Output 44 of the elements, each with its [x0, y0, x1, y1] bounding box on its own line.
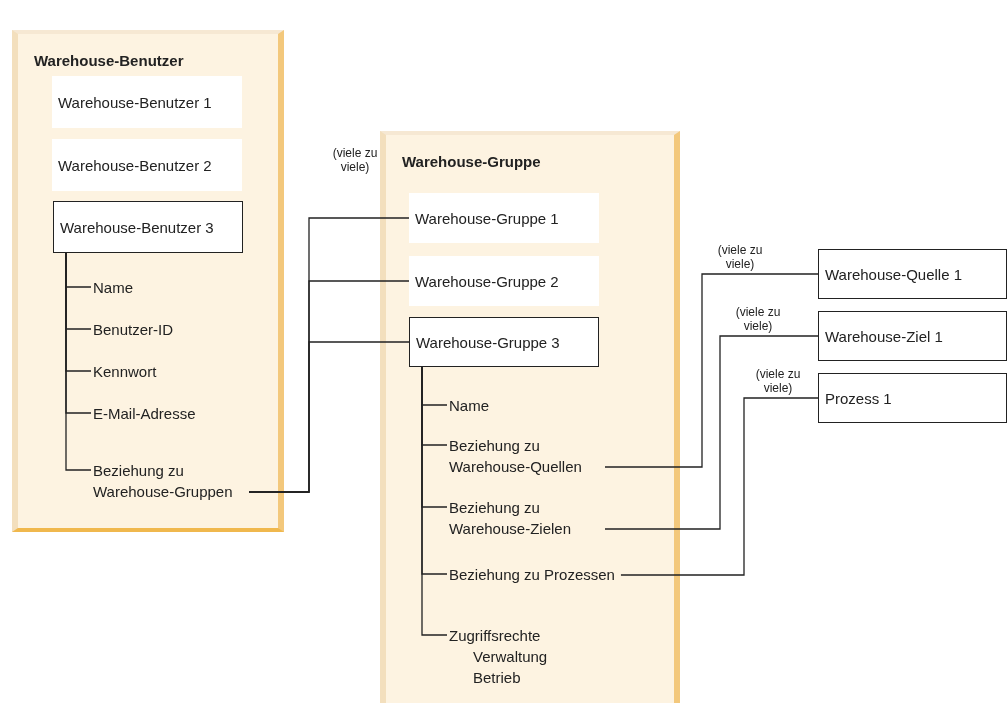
entity-name: Warehouse-Quelle 1: [825, 265, 962, 283]
entity-name: Warehouse-Benutzer 3: [60, 218, 214, 236]
attribute-label: Beziehung zu Prozessen: [449, 564, 615, 585]
entity-box: [409, 317, 599, 367]
attribute-label: Beziehung zu Warehouse-Gruppen: [93, 460, 243, 502]
entity-box: [52, 76, 242, 128]
entity-name: Prozess 1: [825, 389, 892, 407]
sub-attribute-label: Verwaltung: [472, 647, 548, 667]
entity-box: [818, 249, 1007, 299]
connector-line: [620, 397, 819, 576]
edge-label: (viele zu viele): [716, 243, 764, 271]
entity-name: Warehouse-Gruppe 1: [415, 209, 559, 227]
entity-name: Warehouse-Benutzer 1: [58, 93, 212, 111]
entity-name: Warehouse-Gruppe 2: [415, 272, 559, 290]
panel-heading: Warehouse-Benutzer: [34, 52, 184, 69]
group-panel: [12, 30, 284, 532]
attribute-label: Name: [449, 395, 489, 416]
sub-attribute-label: Betrieb: [472, 668, 522, 688]
entity-name: Warehouse-Ziel 1: [825, 327, 943, 345]
entity-box: [818, 311, 1007, 361]
group-panel: [380, 131, 680, 703]
connector-line: [248, 341, 410, 493]
attribute-label: Beziehung zu Warehouse-Quellen: [449, 435, 599, 477]
entity-name: Warehouse-Gruppe 3: [416, 333, 560, 351]
entity-box: [409, 193, 599, 243]
entity-box: [52, 139, 242, 191]
attribute-label: Name: [93, 277, 133, 298]
connector-line: [65, 252, 92, 471]
attribute-label: Beziehung zu Warehouse-Zielen: [449, 497, 599, 539]
attribute-label: Kennwort: [93, 361, 157, 382]
panel-heading: Warehouse-Gruppe: [402, 153, 541, 170]
entity-name: Warehouse-Benutzer 2: [58, 156, 212, 174]
attribute-label: E-Mail-Adresse: [93, 403, 196, 424]
entity-box: [53, 201, 243, 253]
attribute-label: Benutzer-ID: [93, 319, 174, 340]
edge-label: (viele zu viele): [734, 305, 782, 333]
attribute-label: Zugriffsrechte: [449, 626, 542, 646]
connector-line: [421, 366, 448, 636]
connector-line: [604, 273, 819, 468]
edge-label: (viele zu viele): [754, 367, 802, 395]
entity-box: [409, 256, 599, 306]
edge-label: (viele zu viele): [331, 146, 379, 174]
connector-line: [604, 335, 819, 530]
entity-box: [818, 373, 1007, 423]
